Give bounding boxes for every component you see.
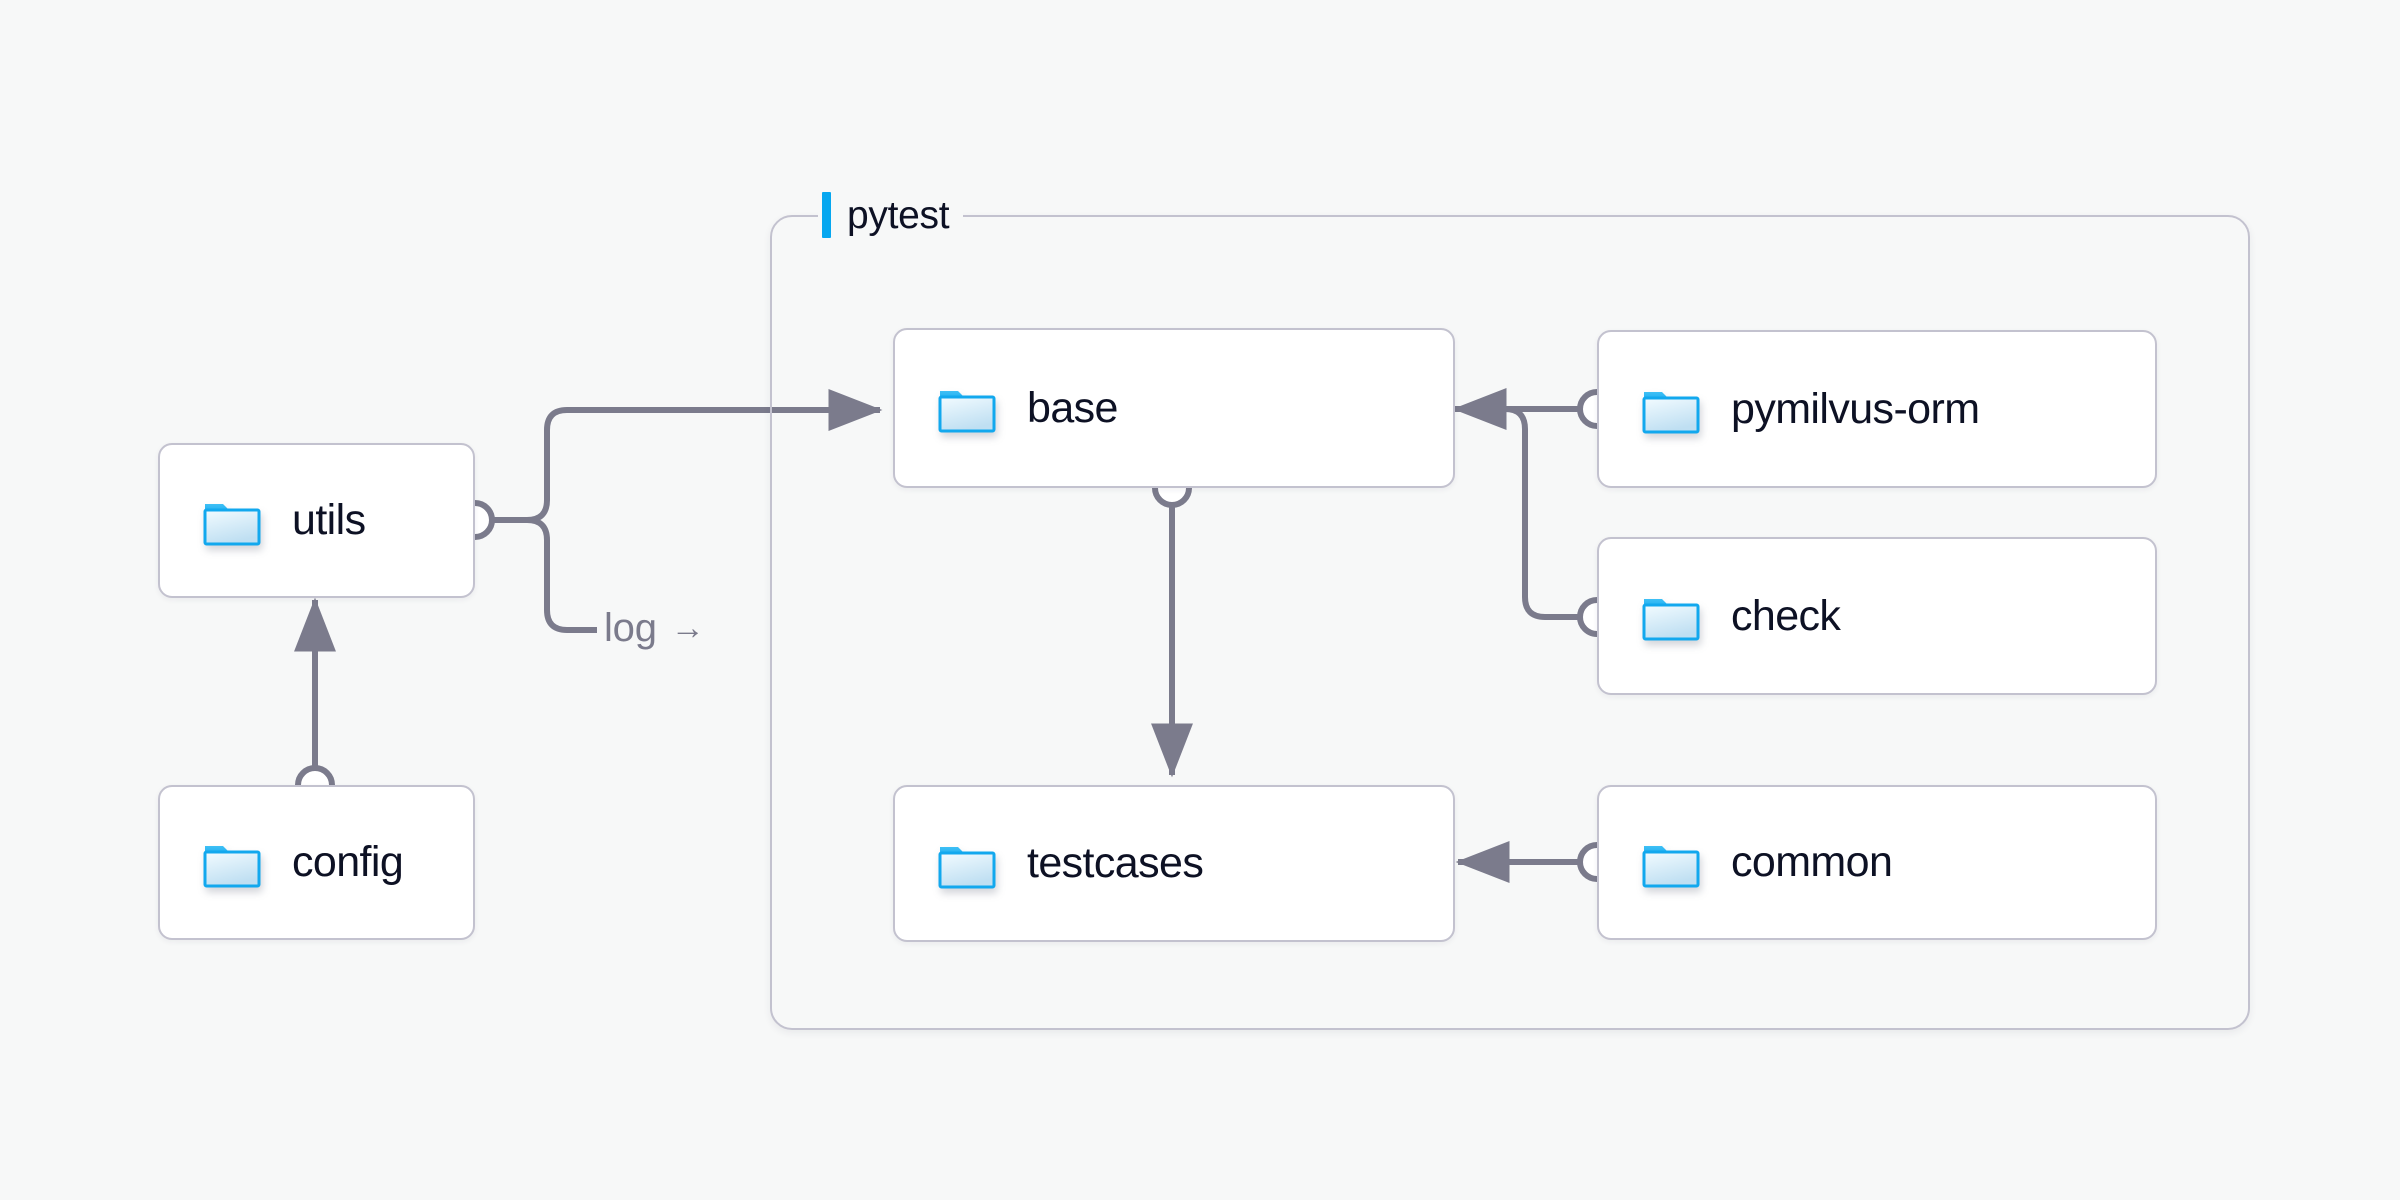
pytest-group-label: pytest bbox=[818, 188, 964, 242]
pytest-group-title: pytest bbox=[847, 193, 950, 237]
edge-label-log: log → bbox=[604, 608, 705, 648]
folder-icon bbox=[938, 846, 996, 888]
node-utils-label: utils bbox=[292, 496, 366, 544]
node-check[interactable]: check bbox=[1597, 537, 2157, 695]
node-testcases-label: testcases bbox=[1027, 839, 1204, 887]
edge-utils-log bbox=[526, 517, 597, 633]
folder-icon bbox=[1642, 845, 1700, 887]
folder-icon bbox=[1642, 599, 1700, 641]
node-common[interactable]: common bbox=[1597, 785, 2157, 940]
folder-icon bbox=[1642, 392, 1700, 434]
node-check-label: check bbox=[1731, 591, 1841, 640]
folder-icon bbox=[938, 391, 996, 433]
node-config-label: config bbox=[292, 838, 404, 886]
node-utils[interactable]: utils bbox=[158, 443, 475, 598]
node-config[interactable]: config bbox=[158, 785, 475, 940]
pytest-group-container bbox=[770, 215, 2250, 1030]
folder-icon bbox=[203, 845, 261, 887]
node-testcases[interactable]: testcases bbox=[893, 785, 1455, 942]
arrow-right-icon: → bbox=[670, 609, 705, 647]
node-pymilvus-orm-label: pymilvus-orm bbox=[1731, 384, 1980, 433]
edge-config-to-utils bbox=[294, 597, 336, 805]
node-base[interactable]: base bbox=[893, 328, 1455, 488]
folder-icon bbox=[203, 503, 261, 545]
node-pymilvus-orm[interactable]: pymilvus-orm bbox=[1597, 330, 2157, 488]
node-base-label: base bbox=[1027, 383, 1118, 432]
edge-label-log-text: log bbox=[604, 606, 657, 650]
accent-bar-icon bbox=[822, 192, 831, 238]
node-common-label: common bbox=[1731, 838, 1893, 886]
